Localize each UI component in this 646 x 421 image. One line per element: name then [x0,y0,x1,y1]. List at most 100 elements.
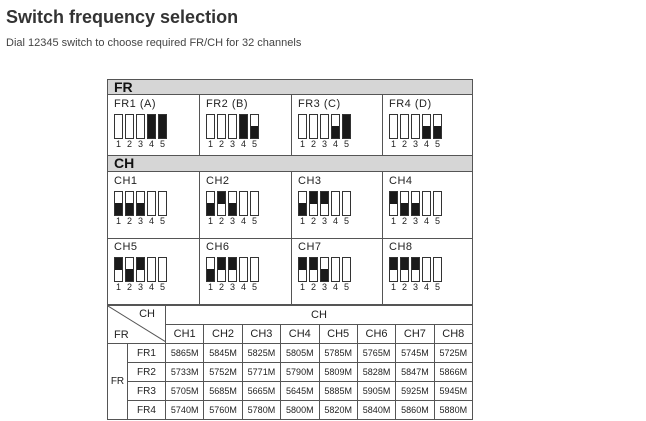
switch-number: 2 [126,139,132,149]
switch-number: 3 [412,216,418,226]
dip-switch-toggle [389,257,398,282]
switch-number: 1 [390,216,396,226]
switch-number: 2 [310,282,316,292]
fr-group-label: FR4 (D) [389,98,432,110]
dip-switch-toggle [411,114,420,139]
dip-switch-toggle [331,257,340,282]
dip-switch-toggle [228,257,237,282]
frequency-cell: 5809M [318,362,358,382]
switch-number: 5 [251,282,257,292]
switch-number: 1 [115,216,121,226]
dip-switch [298,114,351,139]
dip-switch-toggle [411,191,420,216]
frequency-cell: 5785M [318,343,358,363]
switch-number: 3 [229,139,235,149]
frequency-cell: 5905M [356,381,397,401]
switch-number: 4 [332,282,338,292]
dip-switch-toggle [114,257,123,282]
frequency-cell: 5825M [241,343,282,363]
grid-row-divider [108,238,472,239]
fr-row-group-header: FR [107,343,128,420]
dip-switch-toggle [239,114,248,139]
dip-switch-toggle [400,191,409,216]
dip-switch [114,257,167,282]
switch-number: 5 [251,139,257,149]
dip-switch-toggle [158,257,167,282]
row-label: FR1 [127,343,166,363]
frequency-cell: 5885M [318,381,358,401]
switch-number: 5 [434,139,440,149]
row-label: FR4 [127,400,166,420]
dip-switch-toggle [342,191,351,216]
switch-number: 5 [251,216,257,226]
switch-number: 3 [137,139,143,149]
dip-switch-toggle [342,114,351,139]
switch-number: 2 [126,216,132,226]
dip-switch-toggle [433,191,442,216]
dip-switch-toggle [136,191,145,216]
switch-number: 5 [343,216,349,226]
dip-switch-toggle [217,257,226,282]
frequency-cell: 5765M [356,343,397,363]
dip-switch-toggle [147,191,156,216]
dip-switch-toggle [206,257,215,282]
dip-switch-toggle [114,114,123,139]
switch-number: 1 [390,139,396,149]
ch-group-label: CH8 [389,241,413,253]
dip-switch-toggle [331,114,340,139]
dip-switch-toggle [309,257,318,282]
table-corner-cell: CH FR [107,305,166,344]
switch-number: 5 [159,216,165,226]
switch-number: 2 [218,139,224,149]
frequency-cell: 5800M [280,400,320,420]
switch-number: 2 [218,216,224,226]
frequency-cell: 5925M [395,381,435,401]
column-header: CH4 [280,324,320,344]
dip-switch [298,191,351,216]
ch-group-label: CH3 [298,175,322,187]
dip-switch [114,191,167,216]
column-header: CH8 [433,324,474,344]
ch-group-label: CH4 [389,175,413,187]
ch-group-label: CH2 [206,175,230,187]
frequency-cell: 5866M [433,362,474,382]
dip-switch [389,191,442,216]
switch-number: 1 [390,282,396,292]
dip-switch-toggle [206,114,215,139]
switch-number: 3 [321,282,327,292]
switch-number: 4 [240,282,246,292]
switch-number: 1 [299,139,305,149]
switch-number: 4 [240,216,246,226]
switch-number: 4 [423,216,429,226]
dip-switch-toggle [389,114,398,139]
ch-group-label: CH1 [114,175,138,187]
ch-group-label: CH7 [298,241,322,253]
frequency-cell: 5665M [241,381,282,401]
corner-fr-label: FR [114,329,129,341]
dip-switch-toggle [125,257,134,282]
switch-number: 3 [137,282,143,292]
switch-number: 2 [401,216,407,226]
dip-switch-toggle [250,257,259,282]
dip-switch-toggle [309,191,318,216]
switch-number: 1 [115,139,121,149]
column-header: CH6 [356,324,397,344]
dip-switch-toggle [320,191,329,216]
switch-number: 4 [332,216,338,226]
dip-switch-toggle [411,257,420,282]
frequency-cell: 5945M [433,381,474,401]
switch-number: 1 [299,282,305,292]
